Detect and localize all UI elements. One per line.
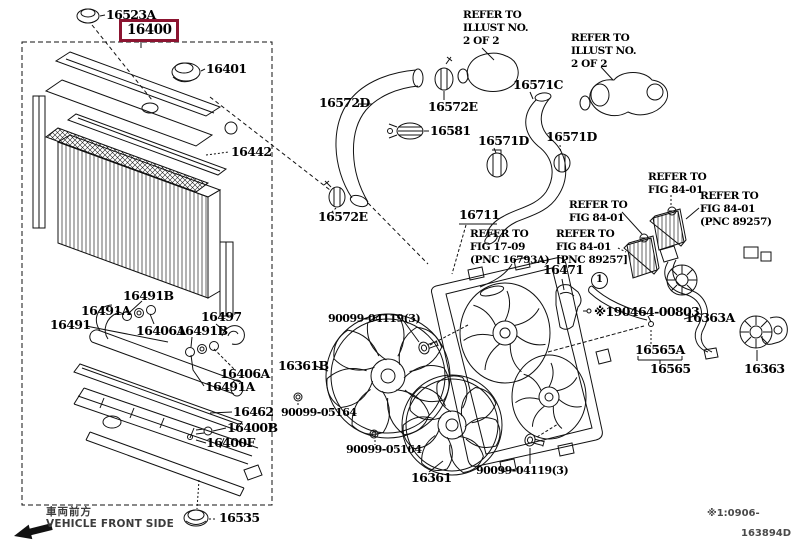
part-label-16491b[interactable]: 16491B: [123, 288, 174, 303]
motor-and-ecu-drawing: [547, 195, 788, 364]
part-label-16571c[interactable]: 16571C: [513, 77, 563, 92]
part-label-16572d[interactable]: 16572D: [319, 95, 370, 110]
part-label-16400b[interactable]: 16400B: [227, 420, 278, 435]
note-refer-fig-84-01-top: REFER TO FIG 84-01: [648, 171, 707, 197]
part-label-16571d-2[interactable]: 16571D: [546, 129, 597, 144]
circled-index-1: 1: [591, 272, 608, 289]
part-label-16535[interactable]: 16535: [219, 510, 260, 525]
front-side-label-en: VEHICLE FRONT SIDE: [46, 518, 174, 530]
part-label-16363[interactable]: 16363: [744, 361, 785, 376]
part-label-16491a-2[interactable]: 16491A: [205, 379, 255, 394]
part-label-16400f[interactable]: 16400F: [206, 435, 255, 450]
part-label-16581[interactable]: 16581: [430, 123, 471, 138]
note-refer-fig-17-09: REFER TO FIG 17-09 (PNC 16793A): [470, 228, 550, 267]
part-label-16572e-2[interactable]: 16572E: [318, 209, 368, 224]
diagram-code: 163894D: [741, 528, 792, 539]
part-label-16442[interactable]: 16442: [231, 144, 272, 159]
part-label-16361b[interactable]: 16361B: [278, 358, 329, 373]
part-label-16572e[interactable]: 16572E: [428, 99, 478, 114]
part-label-190464-00803[interactable]: ※190464-00803: [594, 304, 700, 319]
part-label-16571d[interactable]: 16571D: [478, 133, 529, 148]
part-label-16565[interactable]: 16565: [650, 361, 691, 376]
radiator-hoses-drawing: [209, 47, 668, 265]
part-label-16711[interactable]: 16711: [459, 207, 500, 222]
part-label-16497[interactable]: 16497: [201, 309, 242, 324]
note-refer-illust-1: REFER TO ILLUST NO. 2 OF 2: [463, 9, 529, 48]
part-label-16361[interactable]: 16361: [411, 470, 452, 485]
bolt-label-90099-04119-2[interactable]: 90099-04119(3): [476, 464, 569, 477]
part-label-16401[interactable]: 16401: [206, 61, 247, 76]
part-label-16491[interactable]: 16491: [50, 317, 91, 332]
note-refer-illust-2: REFER TO ILLUST NO. 2 OF 2: [571, 32, 637, 71]
fan-shroud-drawing: [402, 223, 612, 473]
part-label-16406a[interactable]: 16406A: [136, 323, 186, 338]
note-refer-fig-84-01-left: REFER TO FIG 84-01: [569, 199, 628, 225]
part-label-16523a[interactable]: 16523A: [106, 7, 156, 22]
part-label-16491b-2[interactable]: 16491B: [177, 323, 228, 338]
bolt-label-90099-05164-1[interactable]: 90099-05164: [281, 406, 357, 419]
front-side-label-jp: 車両前方: [46, 506, 92, 518]
bolt-label-90099-04119-1[interactable]: 90099-04119(3): [328, 312, 421, 325]
part-label-16565a[interactable]: 16565A: [635, 342, 685, 357]
footnote-date-code: ※1:0906-: [707, 508, 760, 519]
note-refer-fig-84-01-right: REFER TO FIG 84-01 (PNC 89257): [700, 190, 772, 229]
part-label-16406a-2[interactable]: 16406A: [220, 366, 270, 381]
radiator-assembly-drawing: [21, 8, 273, 527]
bolt-label-90099-05164-2[interactable]: 90099-05164: [346, 443, 422, 456]
vehicle-front-arrow: [14, 523, 53, 540]
part-label-16491a[interactable]: 16491A: [81, 303, 131, 318]
part-label-16363a[interactable]: 16363A: [685, 310, 735, 325]
highlighted-part-box[interactable]: 16400: [119, 19, 180, 42]
part-label-16462[interactable]: 16462: [233, 404, 274, 419]
part-label-16471[interactable]: 16471: [543, 262, 584, 277]
note-refer-fig-84-01-lower: REFER TO FIG 84-01 [PNC 89257]: [556, 228, 628, 267]
fan-blades-drawing: [293, 310, 503, 478]
